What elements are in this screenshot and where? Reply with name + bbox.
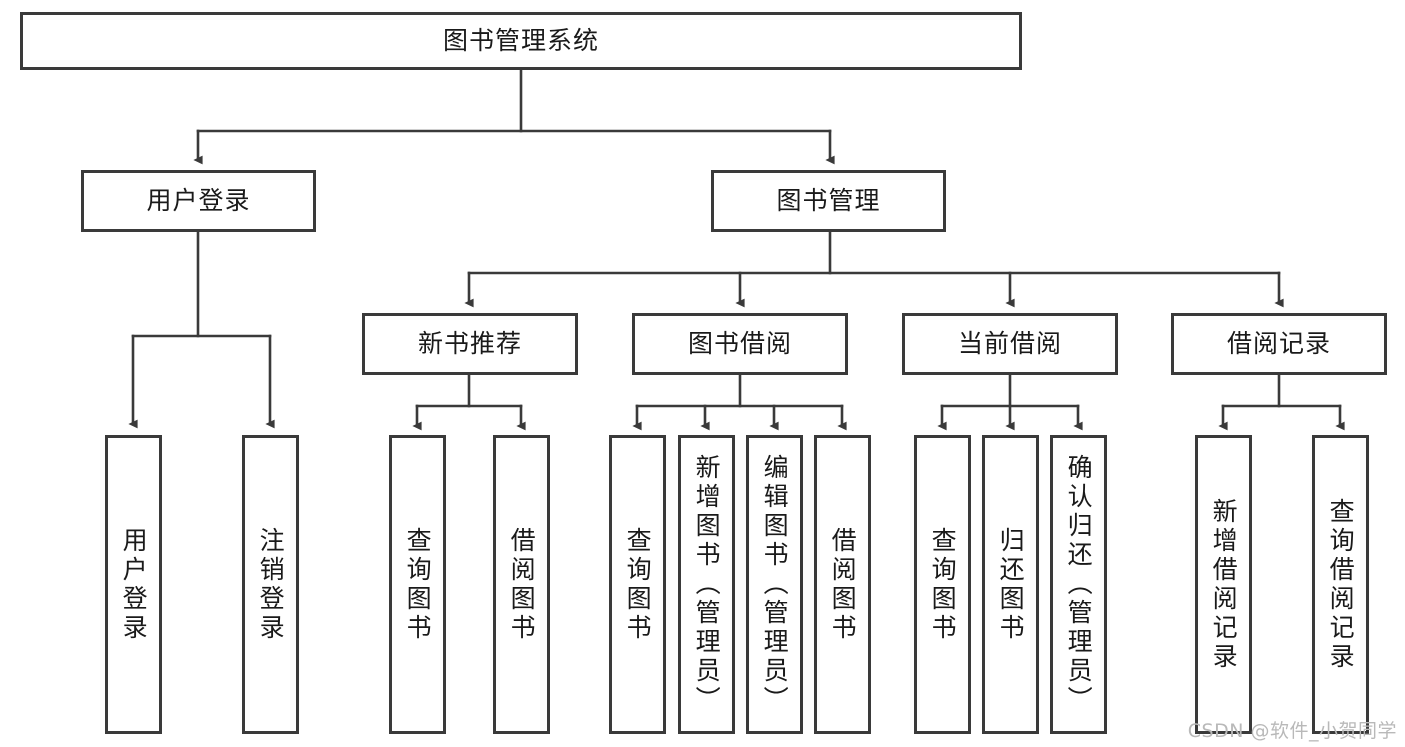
- node-label: 图书管理系统: [442, 26, 599, 56]
- node-user-login[interactable]: 用户登录: [81, 170, 316, 232]
- leaf-user-login-logout[interactable]: 注销登录: [242, 435, 299, 734]
- leaf-book-borrow-edit-book-admin[interactable]: 编辑图书（管理员）: [746, 435, 803, 734]
- leaf-user-login-login[interactable]: 用户登录: [105, 435, 162, 734]
- node-label: 用户登录: [119, 526, 149, 643]
- csdn-watermark: CSDN @软件_小贺同学: [1187, 720, 1397, 742]
- leaf-book-borrow-borrow-book[interactable]: 借阅图书: [814, 435, 871, 734]
- node-label: 查询图书: [623, 526, 653, 643]
- node-label: 借阅记录: [1226, 329, 1331, 359]
- node-book-management[interactable]: 图书管理: [711, 170, 946, 232]
- leaf-new-book-borrow-book[interactable]: 借阅图书: [493, 435, 550, 734]
- node-borrow-records[interactable]: 借阅记录: [1171, 313, 1387, 375]
- leaf-book-borrow-query-book[interactable]: 查询图书: [609, 435, 666, 734]
- node-label: 注销登录: [256, 526, 286, 643]
- node-root-book-management-system[interactable]: 图书管理系统: [20, 12, 1022, 70]
- leaf-current-borrow-confirm-return-admin[interactable]: 确认归还（管理员）: [1050, 435, 1107, 734]
- leaf-current-borrow-query-book[interactable]: 查询图书: [914, 435, 971, 734]
- leaf-borrow-record-add-record[interactable]: 新增借阅记录: [1195, 435, 1252, 734]
- leaf-current-borrow-return-book[interactable]: 归还图书: [982, 435, 1039, 734]
- node-label: 当前借阅: [957, 329, 1062, 359]
- node-label: 查询图书: [403, 526, 433, 643]
- node-label: 新书推荐: [417, 329, 522, 359]
- leaf-new-book-query-book[interactable]: 查询图书: [389, 435, 446, 734]
- node-label: 图书借阅: [687, 329, 792, 359]
- node-label: 借阅图书: [828, 526, 858, 643]
- node-new-book-recommendation[interactable]: 新书推荐: [362, 313, 578, 375]
- node-label: 借阅图书: [507, 526, 537, 643]
- node-label: 确认归还（管理员）: [1064, 454, 1094, 715]
- leaf-book-borrow-add-book-admin[interactable]: 新增图书（管理员）: [678, 435, 735, 734]
- node-label: 用户登录: [146, 186, 251, 216]
- node-label: 编辑图书（管理员）: [760, 454, 790, 715]
- node-label: 查询借阅记录: [1326, 497, 1356, 672]
- leaf-borrow-record-query-record[interactable]: 查询借阅记录: [1312, 435, 1369, 734]
- node-label: 归还图书: [996, 526, 1026, 643]
- node-label: 图书管理: [776, 186, 881, 216]
- node-label: 查询图书: [928, 526, 958, 643]
- node-book-borrowing[interactable]: 图书借阅: [632, 313, 848, 375]
- node-label: 新增借阅记录: [1209, 497, 1239, 672]
- node-current-borrowing[interactable]: 当前借阅: [902, 313, 1118, 375]
- node-label: 新增图书（管理员）: [692, 454, 722, 715]
